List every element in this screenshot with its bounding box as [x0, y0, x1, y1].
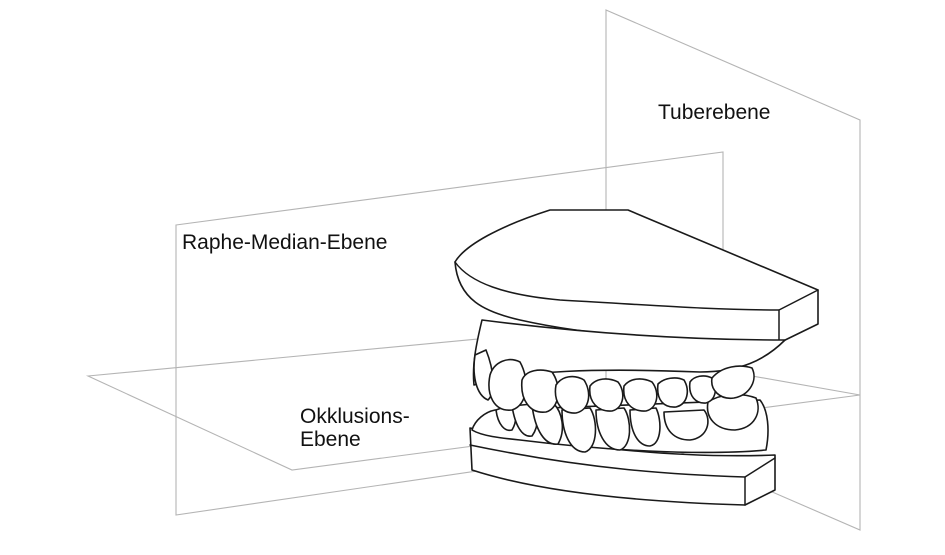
occlusal-plane: [85, 334, 861, 471]
label-tuberebene: Tuberebene: [658, 101, 770, 124]
upper-jaw: [472, 319, 786, 386]
upper-teeth: [473, 349, 755, 414]
label-okklusions-line1: Okklusions-: [300, 405, 410, 428]
label-raphe-median-ebene: Raphe-Median-Ebene: [182, 231, 387, 254]
label-okklusions-line2: Ebene: [300, 428, 361, 451]
